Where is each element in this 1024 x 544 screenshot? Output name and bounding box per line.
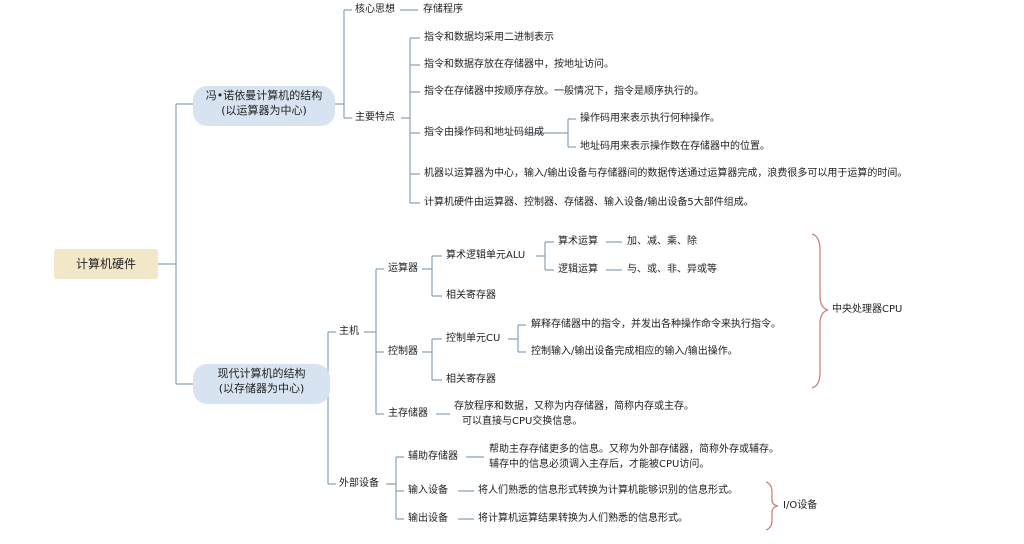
- output-device-desc[interactable]: 将计算机运算结果转换为人们熟悉的信息形式。: [478, 513, 688, 524]
- alu-group-label[interactable]: 运算器: [388, 263, 418, 274]
- core-idea-value[interactable]: 存储程序: [423, 4, 463, 15]
- von-neumann-node[interactable]: 冯•诺依曼计算机的结构 (以运算器为中心): [193, 86, 335, 126]
- main-memory-label[interactable]: 主存储器: [388, 408, 428, 419]
- modern-title: 现代计算机的结构: [217, 367, 306, 380]
- von-neumann-subtitle: (以运算器为中心): [221, 104, 307, 117]
- aux-storage-desc[interactable]: 帮助主存存储更多的信息。又称为外部存储器，简称外存或辅存。: [489, 444, 779, 455]
- logic-label[interactable]: 逻辑运算: [558, 264, 598, 275]
- von-neumann-title: 冯•诺依曼计算机的结构: [205, 89, 323, 102]
- cu-note[interactable]: 解释存储器中的指令，并发出各种操作命令来执行指令。: [531, 319, 781, 330]
- address-note[interactable]: 地址码用来表示操作数在存储器中的位置。: [580, 141, 770, 152]
- control-registers[interactable]: 相关寄存器: [446, 374, 496, 385]
- control-group-label[interactable]: 控制器: [388, 346, 418, 357]
- cpu-brace: [811, 233, 829, 389]
- output-device-label[interactable]: 输出设备: [408, 513, 448, 524]
- aux-storage-label[interactable]: 辅助存储器: [408, 451, 458, 462]
- logic-value[interactable]: 与、或、非、异或等: [627, 264, 717, 275]
- cpu-label[interactable]: 中央处理器CPU: [832, 304, 903, 315]
- input-device-desc[interactable]: 将人们熟悉的信息形式转换为计算机能够识别的信息形式。: [478, 485, 738, 496]
- feature-item[interactable]: 机器以运算器为中心，输入/输出设备与存储器间的数据传送通过运算器完成，浪费很多可…: [424, 168, 908, 179]
- feature-item[interactable]: 指令和数据存放在存储器中，按地址访问。: [424, 59, 614, 70]
- root-node[interactable]: 计算机硬件: [54, 249, 158, 279]
- control-unit-label[interactable]: 控制单元CU: [446, 333, 501, 344]
- feature-item[interactable]: 计算机硬件由运算器、控制器、存储器、输入设备/输出设备5大部件组成。: [424, 197, 754, 208]
- arith-value[interactable]: 加、减、乘、除: [627, 236, 697, 247]
- alu-registers[interactable]: 相关寄存器: [446, 290, 496, 301]
- aux-storage-desc[interactable]: 辅存中的信息必须调入主存后，才能被CPU访问。: [489, 459, 710, 470]
- io-brace: [765, 481, 779, 531]
- main-memory-desc[interactable]: 存放程序和数据，又称为内存储器，简称内存或主存。: [454, 401, 694, 412]
- feature-item[interactable]: 指令和数据均采用二进制表示: [424, 32, 554, 43]
- opcode-note[interactable]: 操作码用来表示执行何种操作。: [580, 113, 720, 124]
- peripherals-label[interactable]: 外部设备: [339, 478, 379, 489]
- cu-note[interactable]: 控制输入/输出设备完成相应的输入/输出操作。: [531, 346, 738, 357]
- host-label[interactable]: 主机: [339, 326, 359, 337]
- modern-subtitle: (以存储器为中心): [218, 382, 305, 395]
- feature-item[interactable]: 指令由操作码和地址码组成: [424, 127, 544, 138]
- io-devices-label[interactable]: I/O设备: [783, 500, 818, 511]
- main-memory-desc[interactable]: 可以直接与CPU交换信息。: [462, 416, 583, 427]
- feature-item[interactable]: 指令在存储器中按顺序存放。一般情况下，指令是顺序执行的。: [424, 86, 704, 97]
- modern-node[interactable]: 现代计算机的结构 (以存储器为中心): [193, 364, 330, 404]
- alu-unit-label[interactable]: 算术逻辑单元ALU: [446, 250, 526, 261]
- features-label[interactable]: 主要特点: [355, 112, 395, 123]
- arith-label[interactable]: 算术运算: [558, 236, 598, 247]
- input-device-label[interactable]: 输入设备: [408, 485, 448, 496]
- core-idea-label[interactable]: 核心思想: [355, 4, 395, 15]
